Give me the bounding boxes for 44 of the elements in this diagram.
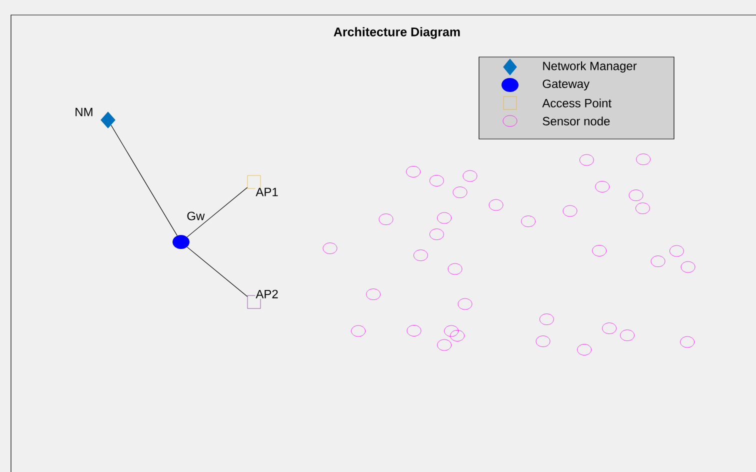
chart-title: Architecture Diagram	[334, 27, 460, 39]
sensor-marker	[536, 336, 550, 347]
legend-label: Sensor node	[542, 116, 610, 126]
sensor-marker	[636, 202, 650, 214]
sensor-marker	[462, 170, 478, 182]
sensor-marker	[636, 154, 650, 165]
sensor-marker	[488, 199, 504, 211]
sensor-marker	[562, 205, 578, 217]
sensor-marker	[628, 190, 644, 201]
legend-label: Network Manager	[543, 61, 637, 73]
sensor-marker	[680, 336, 694, 348]
node-label: Gw	[186, 211, 206, 221]
sensor-marker	[592, 245, 606, 256]
sensor-marker	[414, 250, 428, 261]
connector-line	[186, 246, 248, 297]
sensor-marker	[448, 263, 462, 275]
sensor-marker	[378, 214, 394, 225]
sensor-marker	[437, 339, 452, 351]
sensor-marker	[366, 288, 380, 300]
legend-label: Gateway	[542, 80, 590, 90]
sensor-marker	[406, 166, 420, 178]
sensor-marker	[322, 242, 338, 254]
sensor-marker	[680, 261, 696, 273]
sensor-marker	[620, 330, 634, 341]
sensor-marker	[351, 325, 366, 337]
sensor-marker	[602, 322, 616, 334]
sensor-marker	[430, 175, 444, 186]
sensor-marker	[540, 314, 554, 325]
sensor-marker	[521, 216, 536, 227]
connector-line	[110, 124, 178, 236]
sensor-marker	[577, 344, 592, 356]
sensor-marker	[406, 325, 422, 336]
sensor-marker	[430, 228, 444, 240]
sensor-marker	[452, 186, 468, 198]
sensor-marker	[650, 256, 666, 267]
sensor-marker	[595, 181, 610, 192]
sensor-marker	[444, 325, 458, 337]
connector-line	[186, 187, 248, 238]
legend-label: Access Point	[542, 98, 612, 108]
sensor-marker	[450, 330, 464, 342]
sensor-marker	[458, 298, 472, 310]
sensor-marker	[670, 245, 684, 257]
sensor-marker	[580, 154, 594, 166]
sensor-marker	[437, 212, 452, 224]
